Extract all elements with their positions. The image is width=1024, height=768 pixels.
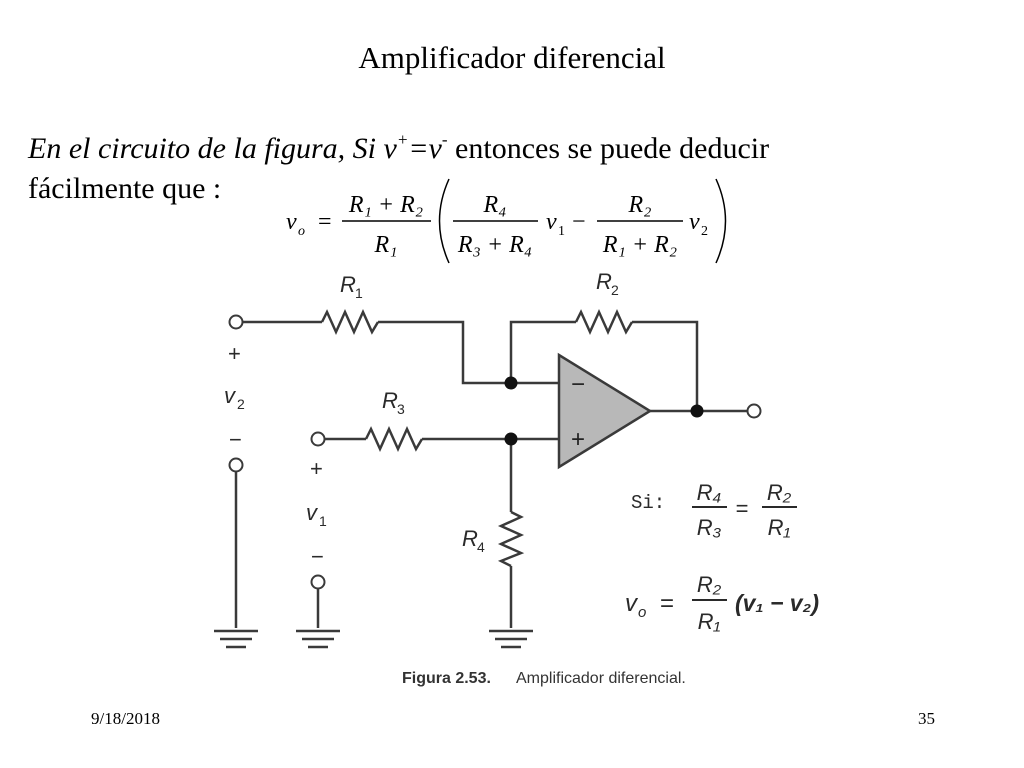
formula-v1-sub: 1	[558, 224, 565, 239]
resistor-r1	[320, 308, 380, 336]
formula-left-paren	[438, 178, 450, 264]
resistor-r4	[497, 510, 525, 568]
junction-output	[690, 404, 704, 418]
condition-r2: R₂	[767, 480, 792, 505]
main-formula: v o = R₁ + R₂ R₁ R₄ R₃ + R₄ v 1 − R₂ R₁ …	[286, 178, 727, 264]
result-vsub: o	[638, 604, 646, 621]
intro-part2: =v	[408, 132, 442, 165]
condition-formula: Si: R₄ R₃ = R₂ R₁	[631, 480, 797, 540]
formula-right-paren	[715, 178, 727, 264]
junction-noninverting	[504, 432, 518, 446]
opamp-triangle	[557, 352, 653, 470]
label-v2-sub: 2	[237, 396, 245, 412]
formula-f2-num: R₄	[482, 192, 506, 218]
terminal-output	[746, 403, 762, 419]
label-v1: v	[306, 500, 319, 525]
formula-v1: v	[546, 209, 557, 235]
result-v: v	[625, 590, 639, 617]
opamp: − +	[557, 352, 653, 470]
junctions	[504, 376, 704, 446]
opamp-noninverting-sign: +	[571, 426, 585, 453]
label-r3-sub: 3	[397, 401, 405, 417]
ground-v1	[296, 629, 340, 649]
formula-f2-den: R₃ + R₄	[457, 232, 532, 258]
label-r2-sub: 2	[611, 282, 619, 298]
wire-feedback-right	[632, 320, 699, 411]
label-v2: v	[224, 383, 237, 408]
figure-caption: Figura 2.53. Amplificador diferencial.	[402, 670, 686, 687]
formula-lhs-sub: o	[298, 224, 305, 239]
result-formula: v o = R₂ R₁ (v₁ − v₂)	[625, 572, 819, 634]
circuit-labels: R 1 R 2 R 3 R 4 + v 2 − + v 1 −	[224, 269, 619, 569]
wire-r1-inv	[378, 320, 559, 385]
terminal-v2-bottom	[228, 457, 244, 473]
condition-label: Si:	[631, 492, 665, 514]
result-den: R₁	[698, 609, 721, 634]
formula-v2: v	[689, 209, 700, 235]
label-r3: R	[382, 388, 398, 413]
formula-equals: =	[318, 209, 332, 235]
wire-feedback-left	[509, 320, 576, 383]
terminal-v1-top	[310, 431, 326, 447]
formula-f1-den: R₁	[373, 232, 397, 258]
terminals	[228, 314, 762, 590]
intro-sup-plus: +	[396, 130, 409, 149]
grounds	[214, 629, 533, 649]
label-r4: R	[462, 526, 478, 551]
caption-bold: Figura 2.53.	[402, 670, 491, 687]
footer-date: 9/18/2018	[91, 709, 160, 728]
intro-text: En el circuito de la figura, Si v+=v- en…	[28, 130, 769, 166]
caption-text: Amplificador diferencial.	[516, 670, 686, 687]
opamp-inverting-sign: −	[571, 371, 585, 398]
ground-v2	[214, 629, 258, 649]
label-r2: R	[596, 269, 612, 294]
condition-r4: R₄	[697, 480, 722, 505]
label-v2-plus: +	[228, 341, 241, 366]
condition-equals: =	[736, 496, 749, 521]
label-v1-sub: 1	[319, 513, 327, 529]
result-equals: =	[660, 590, 674, 617]
intro-part3: entonces se puede deducir	[447, 132, 770, 165]
slide-title: Amplificador diferencial	[358, 40, 666, 75]
formula-lhs-v: v	[286, 209, 297, 235]
terminal-v2-top	[228, 314, 244, 330]
formula-v2-sub: 2	[701, 224, 708, 239]
result-expr: (v₁ − v₂)	[735, 590, 819, 616]
ground-r4	[489, 629, 533, 649]
formula-f3-den: R₁ + R₂	[602, 232, 677, 258]
label-v1-plus: +	[310, 456, 323, 481]
intro-part1: En el circuito de la figura, Si v	[28, 132, 397, 165]
result-num: R₂	[697, 572, 722, 597]
intro-line2: fácilmente que :	[28, 172, 222, 205]
formula-f3-num: R₂	[627, 192, 651, 218]
resistor-r2	[574, 308, 634, 336]
formula-minus: −	[572, 209, 586, 235]
label-r1-sub: 1	[355, 285, 363, 301]
label-v1-minus: −	[311, 544, 324, 569]
footer-page-number: 35	[918, 709, 935, 728]
resistor-r3	[364, 425, 424, 453]
condition-r1: R₁	[768, 515, 791, 540]
terminal-v1-bottom	[310, 574, 326, 590]
formula-f1-num: R₁ + R₂	[348, 192, 423, 218]
intro-sup-minus: -	[441, 130, 448, 149]
label-r4-sub: 4	[477, 539, 485, 555]
condition-r3: R₃	[697, 515, 722, 540]
junction-inverting	[504, 376, 518, 390]
label-r1: R	[340, 272, 356, 297]
resistors	[320, 308, 634, 568]
label-v2-minus: −	[229, 427, 242, 452]
